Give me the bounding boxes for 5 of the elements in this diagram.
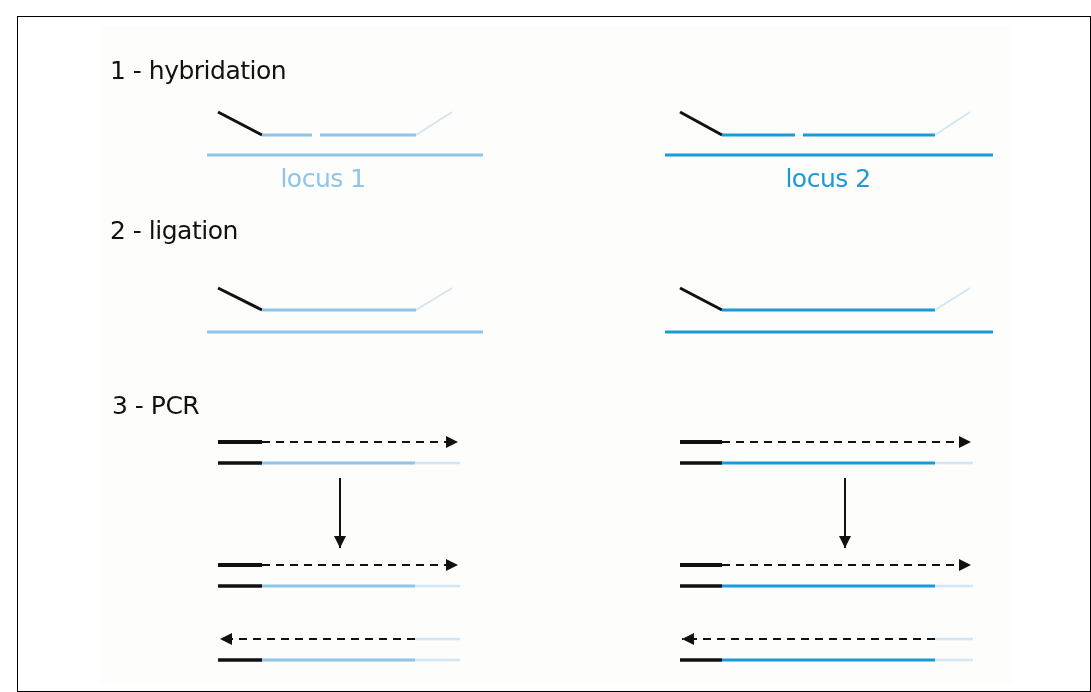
locus-label: locus 2 bbox=[785, 166, 871, 191]
step-heading: 2 - ligation bbox=[110, 218, 238, 243]
locus-label: locus 1 bbox=[280, 166, 366, 191]
step-heading: 1 - hybridation bbox=[110, 58, 287, 83]
step-heading: 3 - PCR bbox=[112, 393, 200, 418]
